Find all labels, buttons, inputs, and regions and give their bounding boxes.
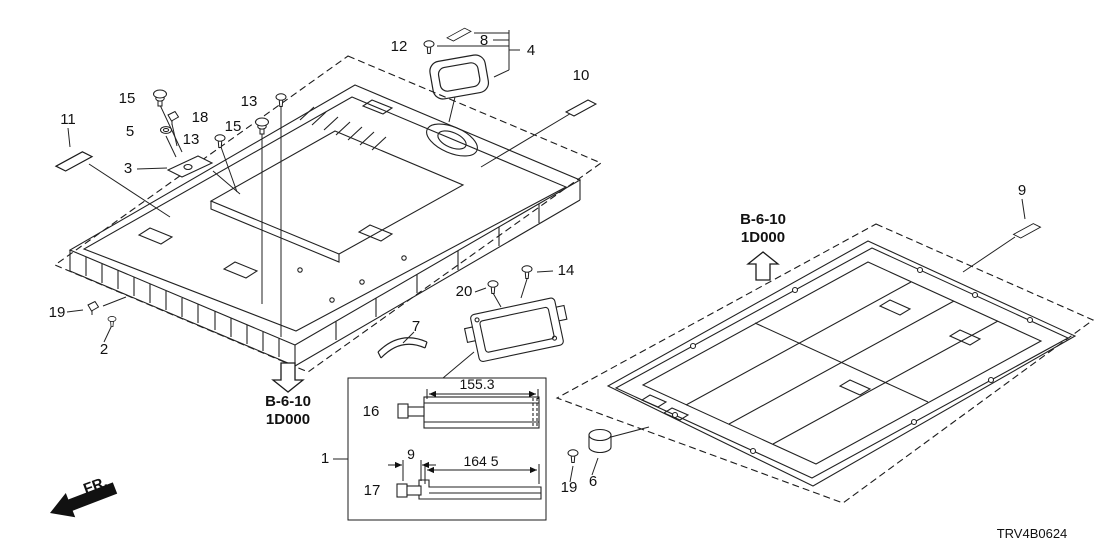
callout-15a-label: 15 bbox=[119, 90, 136, 107]
right-assembly-boundary bbox=[555, 223, 1095, 504]
callout-18-label: 18 bbox=[192, 109, 209, 126]
callout-9-label: 9 bbox=[1018, 182, 1026, 199]
clip-bolt-icon bbox=[153, 89, 167, 107]
callout-12-label: 12 bbox=[391, 38, 408, 55]
junction-module-drawing bbox=[463, 297, 568, 363]
callout-20-label: 20 bbox=[456, 283, 473, 300]
bolt-icon bbox=[107, 316, 117, 328]
busbar-top-drawing bbox=[397, 396, 540, 429]
screw-icon bbox=[275, 93, 287, 107]
dimension-box bbox=[347, 377, 547, 521]
label-plate-icon bbox=[1013, 223, 1041, 239]
label-plate-icon bbox=[55, 151, 93, 172]
dim-bottom-length: 164 5 bbox=[463, 453, 498, 469]
label-plate-icon bbox=[446, 27, 472, 42]
ref-right-line1: B-6-10 bbox=[740, 211, 786, 228]
callout-16-label: 16 bbox=[363, 403, 380, 420]
busbar-bottom-drawing bbox=[396, 479, 542, 500]
fr-arrow-icon bbox=[50, 482, 118, 518]
callout-1-label: 1 bbox=[321, 450, 329, 467]
ref-left-line1: B-6-10 bbox=[265, 393, 311, 410]
label-plate-icon bbox=[565, 99, 597, 117]
diagram-code: TRV4B0624 bbox=[997, 526, 1068, 541]
callout-3-label: 3 bbox=[124, 160, 132, 177]
strap-part-drawing bbox=[377, 337, 428, 359]
callout-8-label: 8 bbox=[480, 32, 488, 49]
callout-10-label: 10 bbox=[573, 67, 590, 84]
screw-icon bbox=[521, 265, 533, 279]
leader-lines bbox=[66, 30, 1026, 492]
ref-right-line2: 1D000 bbox=[741, 229, 785, 246]
callout-17-label: 17 bbox=[364, 482, 381, 499]
clip-icon bbox=[87, 301, 99, 316]
callout-labels: 12 8 4 10 15 13 18 5 15 13 11 3 19 2 7 2… bbox=[49, 32, 1027, 499]
callout-6-label: 6 bbox=[589, 473, 597, 490]
screw-icon bbox=[423, 40, 435, 54]
grommet-drawing bbox=[588, 428, 612, 454]
up-block-arrow-icon bbox=[746, 251, 780, 281]
callout-11-label: 11 bbox=[60, 111, 76, 128]
dimension-figure: 155.3 164 5 9 bbox=[347, 376, 547, 521]
callout-4-label: 4 bbox=[527, 42, 535, 59]
down-block-arrow-icon bbox=[271, 362, 305, 393]
bracket-part-drawing bbox=[166, 155, 214, 178]
left-pack-drawing bbox=[68, 84, 582, 367]
clip-bolt-icon bbox=[255, 117, 269, 135]
callout-7-label: 7 bbox=[412, 318, 420, 335]
dim-top-length: 155.3 bbox=[459, 376, 494, 392]
seal-ring-drawing bbox=[429, 54, 490, 100]
left-assembly-boundary bbox=[53, 55, 603, 373]
right-tray-drawing bbox=[606, 240, 1077, 487]
washer-icon bbox=[160, 126, 172, 134]
screw-icon bbox=[487, 280, 499, 294]
dim-offset: 9 bbox=[407, 446, 415, 462]
callout-2-label: 2 bbox=[100, 341, 108, 358]
callout-5-label: 5 bbox=[126, 123, 134, 140]
clip-icon bbox=[167, 111, 179, 126]
dimension-lines bbox=[388, 389, 540, 484]
ref-left-line2: 1D000 bbox=[266, 411, 310, 428]
callout-19a-label: 19 bbox=[49, 304, 66, 321]
callout-19b-label: 19 bbox=[561, 479, 578, 496]
screw-icon bbox=[567, 449, 579, 463]
callout-13b-label: 13 bbox=[183, 131, 200, 148]
callout-13a-label: 13 bbox=[241, 93, 258, 110]
callout-14-label: 14 bbox=[558, 262, 575, 279]
callout-15b-label: 15 bbox=[225, 118, 242, 135]
screw-icon bbox=[214, 134, 226, 148]
